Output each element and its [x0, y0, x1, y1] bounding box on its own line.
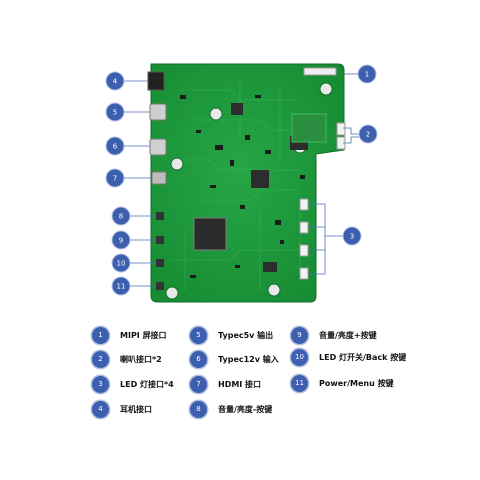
legend-number: 9	[290, 325, 309, 345]
legend-number: 11	[290, 373, 309, 393]
speaker-connector-a	[336, 122, 346, 136]
svg-text:10: 10	[117, 260, 126, 268]
legend-number: 3	[91, 374, 110, 394]
svg-text:2: 2	[366, 131, 370, 139]
legend-number: 8	[189, 399, 208, 419]
legend-label: HDMI 接口	[218, 379, 262, 389]
legend-item-4: 4 耳机接口	[91, 399, 152, 419]
legend-item-9: 9 音量/亮度+按键	[290, 325, 377, 345]
legend-item-8: 8 音量/亮度-按键	[189, 399, 272, 419]
callout-marker-9: 9	[111, 230, 131, 250]
button-10	[156, 259, 164, 267]
callout-marker-3: 3	[342, 226, 362, 246]
legend-number: 4	[91, 399, 110, 419]
button-9	[156, 236, 164, 244]
callout-marker-4: 4	[105, 71, 125, 91]
svg-text:6: 6	[113, 143, 118, 151]
typec-5v-port	[149, 103, 167, 121]
typec-12v-port	[149, 138, 167, 156]
led-connector-c	[299, 244, 309, 257]
chip-2	[251, 170, 269, 188]
legend-item-2: 2 喇叭接口*2	[91, 349, 162, 369]
pcb-board-diagram: 1 2 3 4 5 6 7 8 9 10 11	[105, 63, 378, 303]
mipi-connector	[303, 67, 337, 76]
svg-text:4: 4	[113, 78, 118, 86]
legend-number: 2	[91, 349, 110, 369]
callout-marker-1: 1	[357, 64, 377, 84]
svg-text:1: 1	[365, 71, 369, 79]
legend-label: Typec5v 输出	[218, 330, 274, 340]
callout-marker-6: 6	[105, 136, 125, 156]
legend-label: LED 灯接口*4	[120, 379, 174, 389]
main-soc-chip	[193, 217, 227, 251]
button-11	[156, 282, 164, 290]
headphone-jack	[147, 71, 165, 91]
legend-label: 音量/亮度+按键	[319, 330, 377, 340]
svg-text:11: 11	[117, 283, 126, 291]
leader-lines	[124, 73, 359, 287]
callout-marker-7: 7	[105, 168, 125, 188]
legend-number: 1	[91, 325, 110, 345]
legend-item-5: 5 Typec5v 输出	[189, 325, 273, 345]
legend-number: 6	[189, 349, 208, 369]
hdmi-port	[151, 171, 167, 185]
legend-item-1: 1 MIPI 屏接口	[91, 325, 167, 345]
small-components	[180, 95, 305, 278]
svg-text:5: 5	[113, 109, 117, 117]
callout-marker-2: 2	[358, 124, 378, 144]
legend-item-6: 6 Typec12v 输入	[189, 349, 279, 369]
legend-number: 10	[290, 347, 309, 367]
legend-label: 耳机接口	[120, 404, 152, 414]
chip-4	[231, 103, 243, 115]
legend-label: Power/Menu 按键	[319, 378, 394, 388]
legend-number: 7	[189, 374, 208, 394]
led-connector-b	[299, 221, 309, 234]
chip-5	[263, 262, 277, 272]
svg-text:7: 7	[113, 175, 117, 183]
svg-text:3: 3	[350, 233, 354, 241]
legend-item-11: 11 Power/Menu 按键	[290, 373, 394, 393]
legend-label: MIPI 屏接口	[120, 330, 167, 340]
callout-marker-11: 11	[111, 276, 131, 296]
svg-text:8: 8	[119, 213, 123, 221]
led-connector-a	[299, 198, 309, 211]
led-connector-d	[299, 267, 309, 280]
legend-label: 喇叭接口*2	[120, 354, 162, 364]
button-8	[156, 212, 164, 220]
legend-label: 音量/亮度-按键	[218, 404, 273, 414]
callout-marker-5: 5	[105, 102, 125, 122]
chip-6	[291, 113, 327, 143]
callout-marker-10: 10	[111, 253, 131, 273]
legend-number: 5	[189, 325, 208, 345]
callout-marker-8: 8	[111, 206, 131, 226]
legend-item-7: 7 HDMI 接口	[189, 374, 261, 394]
legend-label: LED 灯开关/Back 按键	[319, 352, 407, 362]
legend-item-3: 3 LED 灯接口*4	[91, 374, 174, 394]
legend-item-10: 10 LED 灯开关/Back 按键	[290, 347, 406, 367]
legend-label: Typec12v 输入	[218, 354, 279, 364]
svg-text:9: 9	[119, 237, 123, 245]
